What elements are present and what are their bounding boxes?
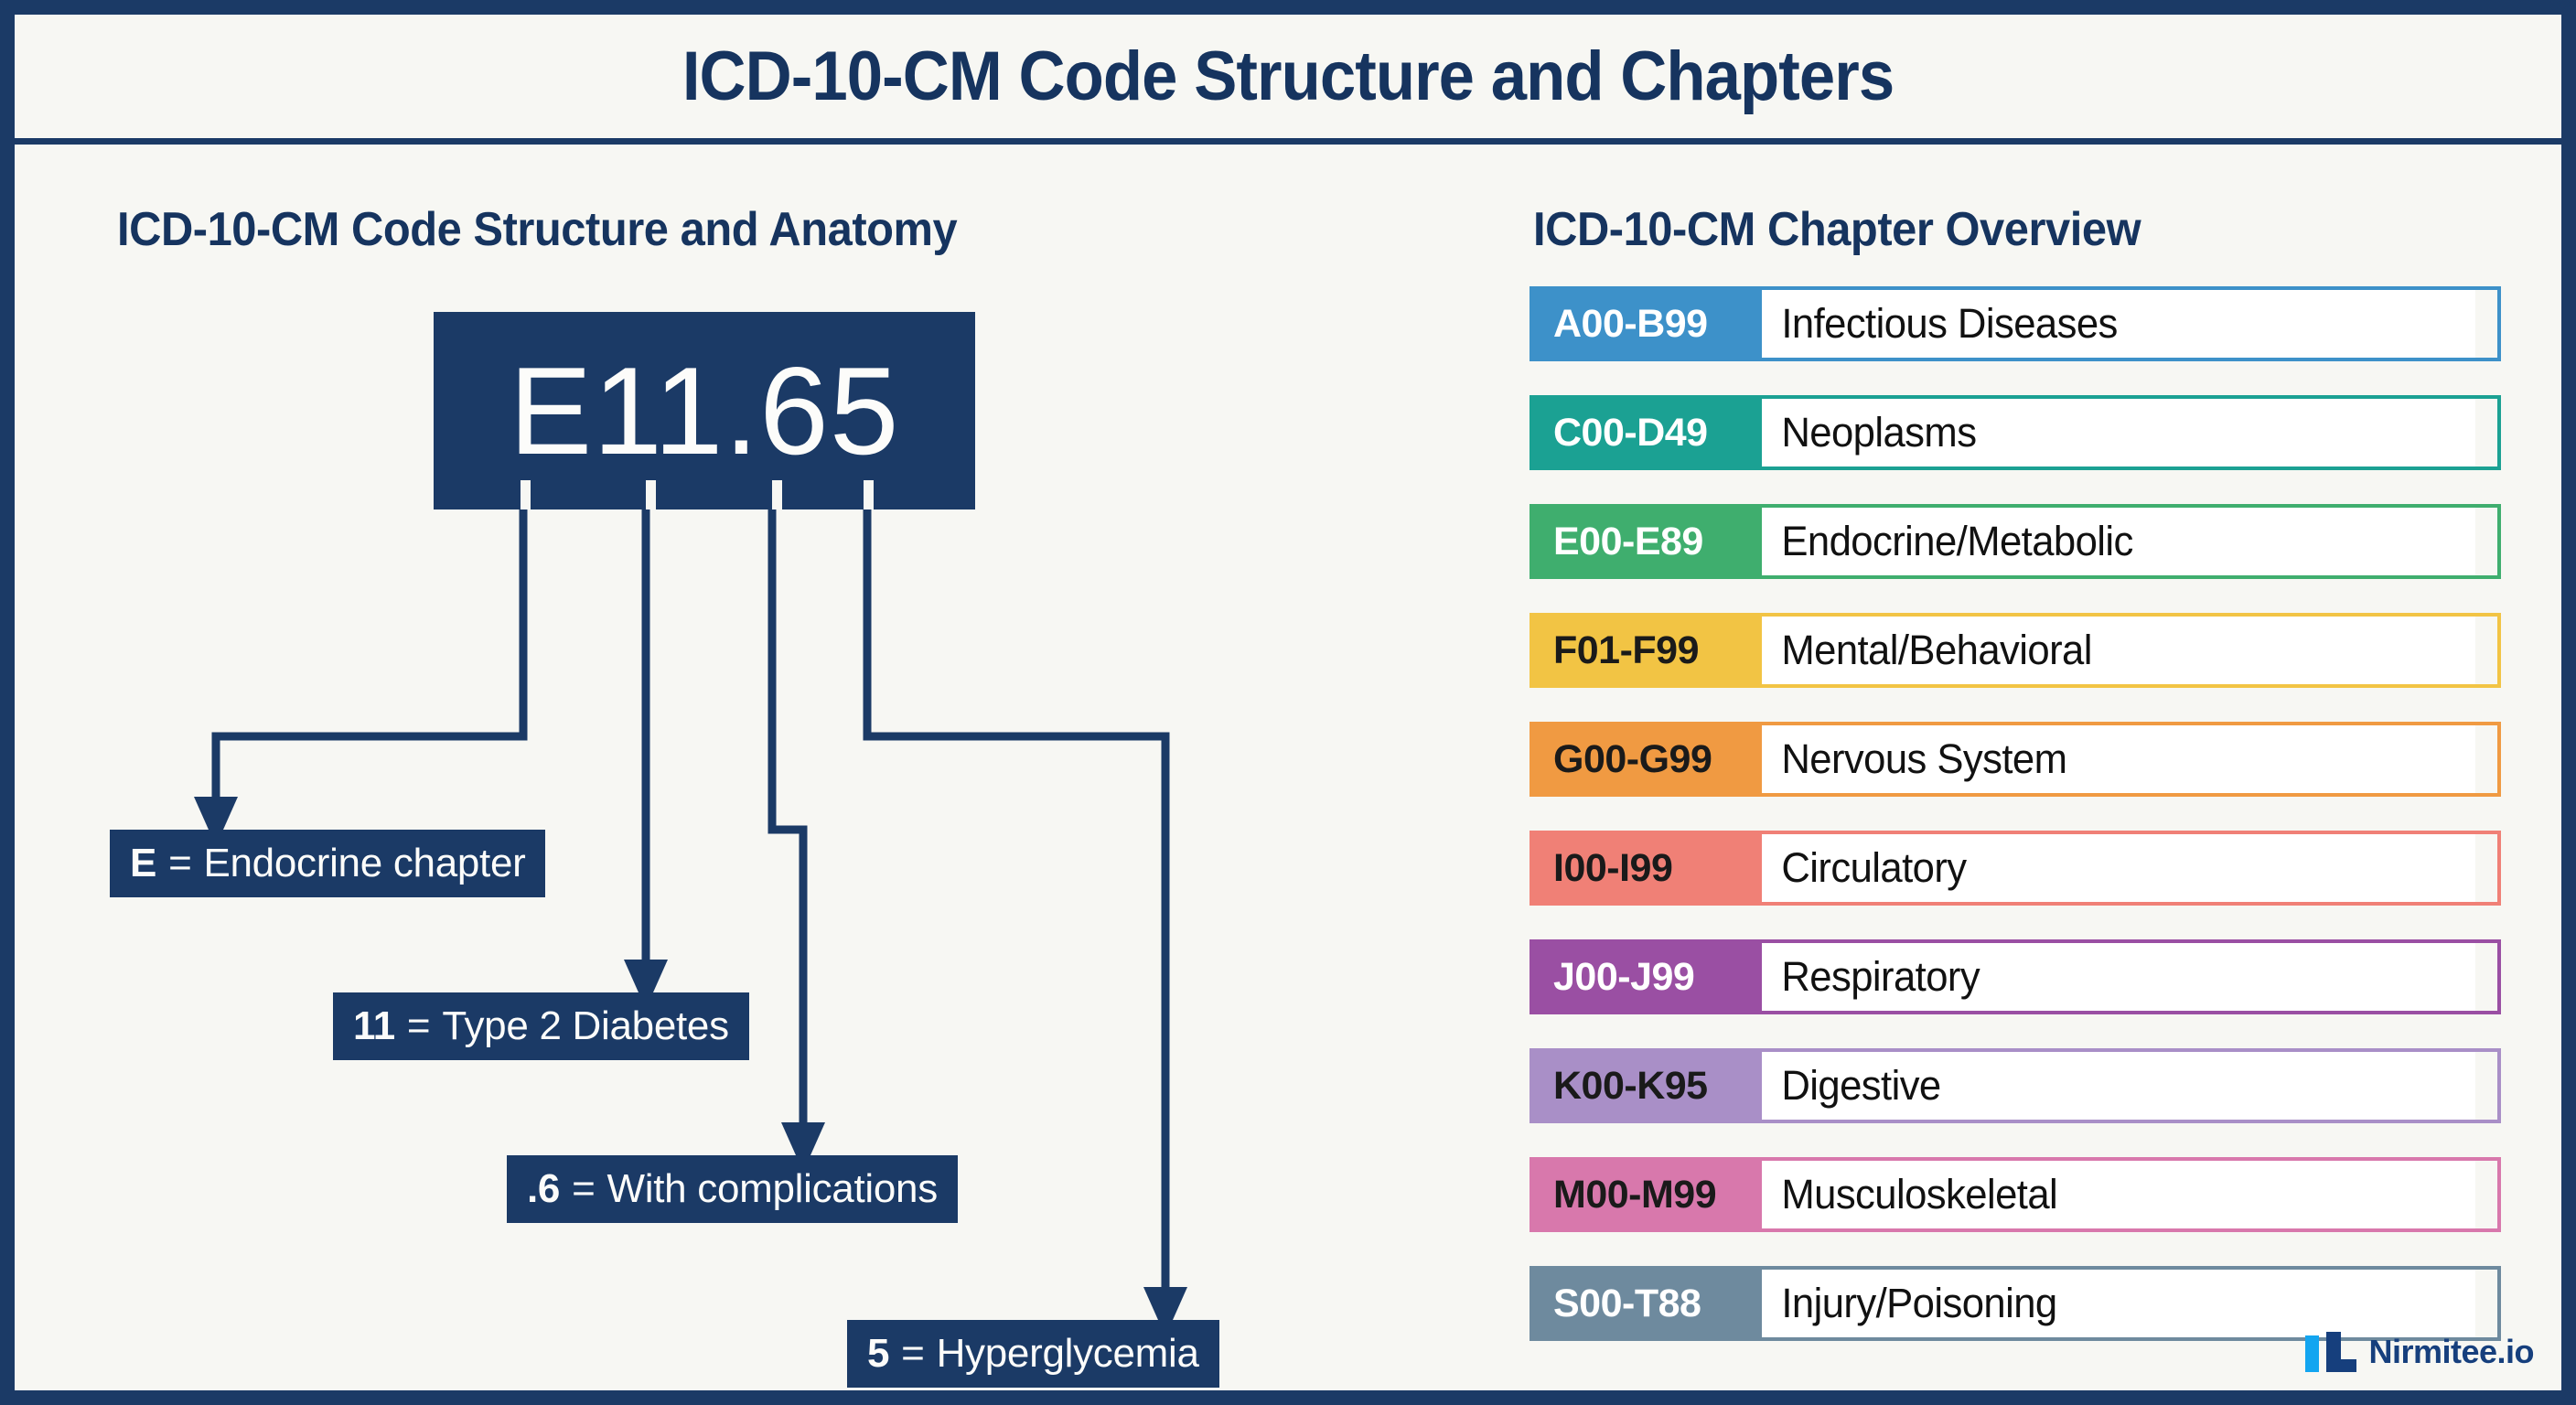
brand-logo: Nirmitee.io [2305, 1328, 2534, 1376]
code-part-key: 5 [867, 1331, 890, 1376]
chapter-code: F01-F99 [1533, 617, 1762, 684]
code-part-separator: = [406, 1003, 431, 1048]
code-part-label-extension: 5 = Hyperglycemia [847, 1320, 1219, 1388]
code-part-separator: = [572, 1166, 596, 1211]
code-part-key: 11 [353, 1003, 395, 1048]
page-title: ICD-10-CM Code Structure and Chapters [682, 38, 1894, 115]
code-structure-panel: ICD-10-CM Code Structure and Anatomy [15, 151, 1451, 1390]
logo-bar-shape [2305, 1335, 2320, 1372]
chapter-name: Neoplasms [1762, 399, 2475, 467]
code-part-key: .6 [527, 1166, 561, 1211]
code-segment-notch [646, 480, 656, 509]
code-segment-notch [864, 480, 874, 509]
chapter-name: Circulatory [1762, 834, 2475, 902]
nirmitee-logo-icon [2305, 1332, 2357, 1372]
chapter-name: Infectious Diseases [1762, 290, 2475, 358]
code-part-separator: = [901, 1331, 925, 1376]
chapter-code: S00-T88 [1533, 1270, 1762, 1337]
chapter-code: I00-I99 [1533, 834, 1762, 902]
chapter-name: Digestive [1762, 1052, 2475, 1120]
chapter-name: Injury/Poisoning [1762, 1270, 2475, 1337]
code-segment-notch [772, 480, 782, 509]
logo-l-horizontal [2326, 1359, 2357, 1372]
icd-code-value: E11.65 [509, 341, 900, 480]
chapter-name: Respiratory [1762, 943, 2475, 1011]
chapter-code: M00-M99 [1533, 1161, 1762, 1228]
body-area: ICD-10-CM Code Structure and Anatomy [15, 151, 2561, 1390]
chapter-code: C00-D49 [1533, 399, 1762, 467]
chapter-code: A00-B99 [1533, 290, 1762, 358]
code-part-separator: = [168, 841, 192, 885]
icd-code-box: E11.65 [434, 312, 975, 509]
chapter-name: Nervous System [1762, 725, 2475, 793]
chapter-name: Mental/Behavioral [1762, 617, 2475, 684]
chapter-code: G00-G99 [1533, 725, 1762, 793]
left-panel-heading: ICD-10-CM Code Structure and Anatomy [117, 203, 958, 256]
chapter-code: K00-K95 [1533, 1052, 1762, 1120]
code-part-desc: Hyperglycemia [936, 1331, 1199, 1376]
code-part-label-category: 11 = Type 2 Diabetes [333, 992, 749, 1060]
chapter-name: Musculoskeletal [1762, 1161, 2475, 1228]
chapter-code: E00-E89 [1533, 508, 1762, 575]
chapter-name: Endocrine/Metabolic [1762, 508, 2475, 575]
code-part-desc: Type 2 Diabetes [442, 1003, 729, 1048]
code-part-label-chapter: E = Endocrine chapter [110, 830, 546, 897]
code-part-label-etiology: .6 = With complications [507, 1155, 958, 1223]
brand-name: Nirmitee.io [2368, 1333, 2534, 1370]
code-part-desc: With complications [606, 1166, 939, 1211]
code-part-desc: Endocrine chapter [203, 841, 526, 885]
title-band: ICD-10-CM Code Structure and Chapters [15, 15, 2561, 145]
code-segment-notch [521, 480, 531, 509]
code-part-key: E [130, 841, 157, 885]
right-panel-heading: ICD-10-CM Chapter Overview [1533, 203, 2141, 256]
chapter-code: J00-J99 [1533, 943, 1762, 1011]
